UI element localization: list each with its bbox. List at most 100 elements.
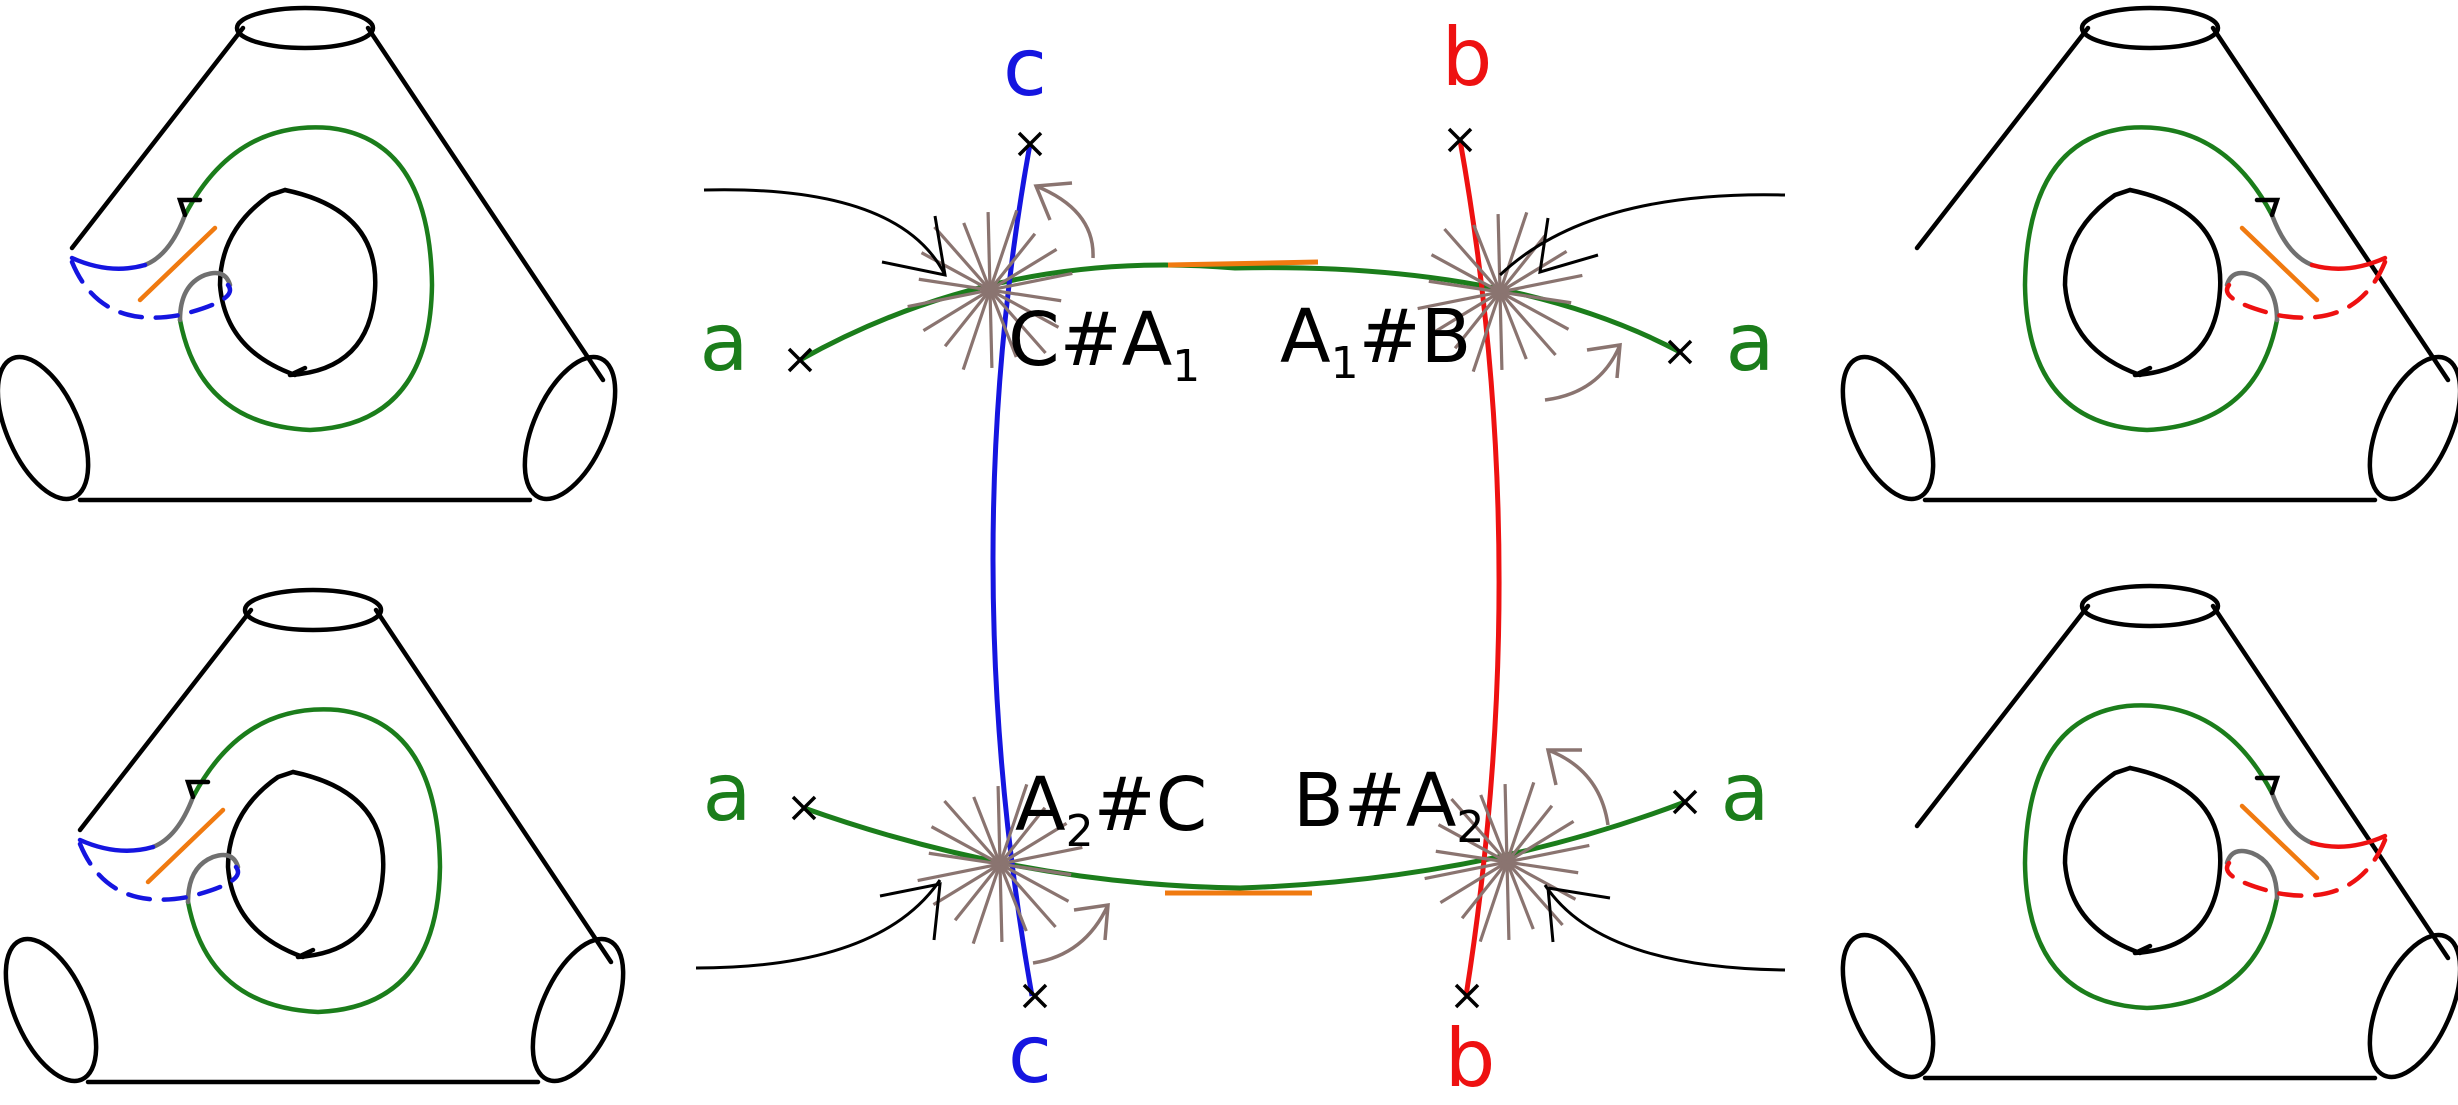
label-intersection-bottom-left: A2#C (1015, 762, 1207, 857)
boundary-right (522, 354, 618, 502)
intersection-stars (907, 209, 1590, 945)
arrow-bottom-right (1543, 884, 1786, 972)
arc-dashed (2224, 837, 2388, 898)
brown-arrow-br (1547, 748, 1610, 826)
label-a-top-left: a (699, 296, 748, 389)
label-b-top: b (1442, 11, 1493, 104)
star-br (1424, 781, 1590, 943)
surface-curves (69, 125, 435, 433)
surface-curves (77, 707, 443, 1015)
arc-solid (2309, 255, 2388, 271)
label-a-top-right: a (1725, 296, 1774, 389)
hole-lower (217, 187, 298, 378)
label-a-bottom-right: a (1720, 746, 1769, 839)
brown-arrow-bl (1032, 904, 1110, 965)
arc-solid (69, 255, 148, 271)
boundary-top (234, 5, 376, 51)
surface-bottom-left (3, 587, 626, 1085)
green-loop (177, 125, 435, 433)
brown-arrow-tl (1035, 184, 1095, 259)
cross-mark (1672, 789, 1698, 815)
brown-arrow-tr (1544, 344, 1622, 402)
tick (184, 779, 211, 800)
label-c-top: c (1003, 21, 1047, 114)
tick (2254, 197, 2281, 218)
surface-curves (2022, 125, 2388, 433)
brown-arrowhead-br (1545, 748, 1582, 786)
label-a-bottom-left: a (702, 746, 751, 839)
label-intersection-top-right: A1#B (1280, 294, 1471, 389)
tick (176, 197, 203, 218)
hole-upper (282, 187, 378, 378)
hole-upper (290, 769, 386, 960)
surface-outline (1914, 25, 2451, 503)
surface-bottom-right (1840, 583, 2458, 1081)
boundary-left (1840, 354, 1936, 502)
cross-mark (1017, 131, 1043, 157)
star-ray (1424, 843, 1590, 881)
boundary-right (2367, 932, 2458, 1080)
star-tr (1417, 211, 1583, 373)
green-loop (2022, 125, 2280, 433)
arc-dashed (69, 259, 233, 320)
arc-dashed (77, 841, 241, 902)
hole-upper (2127, 765, 2223, 956)
star-tl (907, 209, 1073, 371)
gray-strand (150, 794, 241, 905)
surface-outline (1914, 603, 2451, 1081)
hole-lower (2062, 765, 2143, 956)
orange-tick (2239, 803, 2320, 881)
green-loop (2022, 703, 2280, 1011)
star-ray (1417, 273, 1583, 311)
boundary-left (0, 354, 91, 502)
surface-top-left (0, 5, 618, 503)
boundary-right (2367, 354, 2458, 502)
tick (2254, 775, 2281, 796)
arrowhead-top-right (1538, 217, 1599, 275)
a-curve-bottom (803, 799, 1686, 891)
surface-outline (69, 25, 606, 503)
boundary-top (2079, 583, 2221, 629)
star-ray (907, 271, 1073, 309)
approach-arrows (695, 188, 1786, 972)
boundary-left (1840, 932, 1936, 1080)
cross-mark (1022, 983, 1048, 1009)
arc-solid (2309, 833, 2388, 849)
label-b-bottom: b (1445, 1012, 1496, 1100)
arrowhead-bottom-right (1546, 886, 1611, 943)
hole-upper (2127, 187, 2223, 378)
surface-top-right (1840, 5, 2458, 503)
arc-solid (77, 837, 156, 853)
boundary-top (2079, 5, 2221, 51)
hole-lower (2062, 187, 2143, 378)
hole-lower (225, 769, 306, 960)
star-bl (917, 783, 1083, 945)
cross-mark (1447, 127, 1473, 153)
star-ray (917, 845, 1083, 883)
brown-arrowhead-tr (1586, 342, 1622, 379)
boundary-top (242, 587, 384, 633)
arrow-bottom-left (695, 879, 942, 970)
surface-curves (2022, 703, 2388, 1011)
arrowhead-top-left (881, 215, 947, 277)
cross-mark (1667, 339, 1693, 365)
arc-dashed (2224, 259, 2388, 320)
label-intersection-bottom-right: B#A2 (1293, 758, 1484, 853)
green-loop (185, 707, 443, 1015)
b-curve (1457, 139, 1502, 997)
gray-strand (2224, 212, 2315, 323)
boundary-right (530, 936, 626, 1084)
cross-mark (1454, 983, 1480, 1009)
orange-tick (137, 225, 218, 303)
brown-arrowhead-tl (1033, 181, 1073, 221)
gray-strand (2224, 790, 2315, 901)
arrow-top-left (703, 188, 947, 276)
pants-surfaces (0, 5, 2458, 1085)
arrow-top-right (1498, 193, 1786, 277)
cross-mark (787, 347, 813, 373)
label-intersection-top-left: C#A1 (1008, 297, 1200, 392)
gray-strand (142, 212, 233, 323)
label-c-bottom: c (1008, 1008, 1052, 1100)
